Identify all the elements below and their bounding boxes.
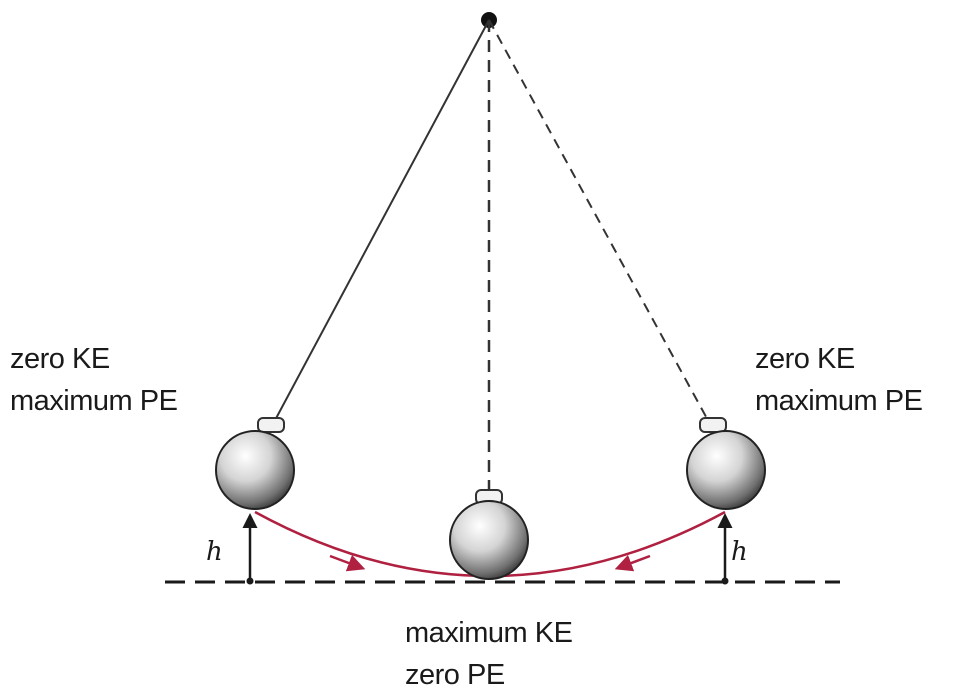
bob-center <box>449 489 529 580</box>
bottom-pe-text: zero PE <box>405 659 505 691</box>
bob-left <box>215 417 295 510</box>
left-position-label: zero KE maximum PE <box>10 338 178 422</box>
height-label-right: h <box>731 537 748 567</box>
bottom-ke-text: maximum KE <box>405 617 573 649</box>
height-dot-left <box>246 577 254 585</box>
string-left <box>272 19 490 425</box>
right-ke-text: zero KE <box>755 343 855 375</box>
height-label-left: h <box>206 537 223 567</box>
right-pe-text: maximum PE <box>755 385 923 417</box>
height-dot-right <box>721 577 729 585</box>
left-pe-text: maximum PE <box>10 385 178 417</box>
right-position-label: zero KE maximum PE <box>755 338 923 422</box>
string-right-dashed <box>488 19 711 425</box>
arc-arrow-right <box>614 554 651 572</box>
arc-arrow-left <box>329 554 366 572</box>
left-ke-text: zero KE <box>10 343 110 375</box>
bob-right <box>686 417 766 510</box>
bottom-position-label: maximum KE zero PE <box>405 612 573 696</box>
